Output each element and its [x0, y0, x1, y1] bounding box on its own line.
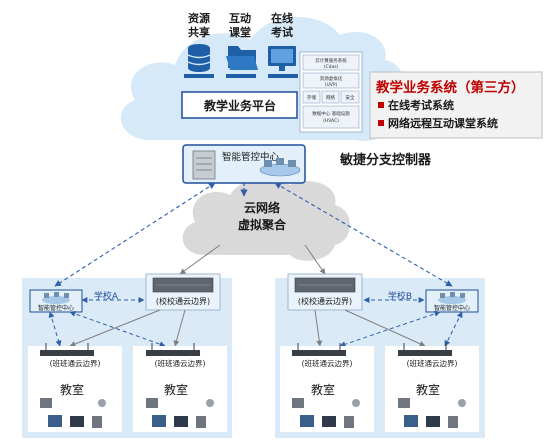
bullet-icon [378, 120, 384, 126]
laptop-icon [292, 398, 304, 408]
cloud-label-line1: 云网络 [244, 200, 280, 215]
folder-icon [226, 46, 258, 78]
link-control-classroom [444, 311, 463, 347]
database-icon [184, 44, 214, 78]
module-label: 云计算服务系统 [315, 57, 347, 64]
classroom-b2: (班班通云边界) 教室 [385, 343, 479, 432]
server-icon [192, 150, 216, 180]
laptop-icon [40, 398, 52, 408]
service-label-line2: 共享 [188, 25, 210, 39]
screen-icon [322, 416, 336, 427]
interactive-class-service: 互动 课堂 [226, 11, 258, 78]
third-party-title: 教学业务系统（第三方） [376, 79, 525, 96]
module-label: 安全 [346, 94, 355, 101]
third-party-item: 网络远程互动课堂系统 [388, 116, 498, 130]
platform-label: 教学业务平台 [203, 98, 276, 113]
service-label-line2: 考试 [271, 25, 293, 39]
link-center-school-a [54, 182, 216, 287]
classroom-edge-label: (班班通云边界) [50, 358, 101, 368]
school-b-control-center: 智能管控中心 [425, 289, 479, 313]
classroom-edge-label: (班班通云边界) [155, 358, 206, 368]
monitor-icon [48, 415, 62, 427]
device-icon [196, 416, 206, 428]
school-a-edge-device: (校校通云边界) [145, 273, 221, 311]
school-edge-label: (校校通云边界) [298, 296, 352, 306]
classroom-a1: (班班通云边界) 教室 [28, 343, 122, 432]
device-icon [92, 416, 102, 428]
classroom-label: 教室 [60, 382, 84, 397]
device-icon [448, 416, 458, 428]
link-control-classroom [339, 310, 441, 348]
screen-icon [426, 416, 440, 427]
bullet-icon [378, 102, 384, 108]
camera-icon [352, 399, 360, 407]
link-control-classroom [69, 310, 166, 348]
monitor-icon [404, 415, 418, 427]
switch-icon [398, 350, 452, 356]
module-label: 数据中心 基础设施 [312, 110, 350, 117]
monitor-icon [152, 415, 166, 427]
laptop-icon [146, 398, 158, 408]
monitor-icon [268, 46, 298, 78]
classroom-edge-label: (班班通云边界) [302, 358, 353, 368]
infrastructure-modules: 云计算服务系统 (Cdas) 资源虚拟化 (UVP) 存储 网络 安全 数据中心… [299, 51, 363, 133]
switch-icon [146, 350, 200, 356]
classroom-label: 教室 [311, 382, 335, 397]
camera-icon [206, 399, 214, 407]
link-edge-classroom [314, 309, 323, 347]
resource-share-service: 资源 共享 [184, 11, 214, 78]
smart-control-center: 智能管控中心 [182, 144, 306, 184]
camera-icon [458, 399, 466, 407]
module-sublabel: (UVP) [325, 82, 338, 88]
classroom-b1: (班班通云边界) 教室 [280, 343, 374, 432]
screen-icon [174, 416, 188, 427]
school-edge-label: (校校通云边界) [156, 296, 210, 306]
service-label-line1: 资源 [188, 11, 210, 25]
teaching-platform-box: 教学业务平台 [181, 91, 298, 119]
module-sublabel: (Cdas) [324, 64, 339, 70]
third-party-system-box: 教学业务系统（第三方） 在线考试系统 网络远程互动课堂系统 [369, 71, 543, 139]
switch-icon [292, 350, 346, 356]
camera-icon [98, 399, 106, 407]
switch-icon [40, 350, 94, 356]
school-control-label: 智能管控中心 [434, 304, 470, 312]
screen-icon [70, 416, 84, 427]
school-control-label: 智能管控中心 [38, 304, 74, 312]
link-edge-classroom [173, 309, 186, 347]
module-label: 网络 [326, 94, 335, 101]
branch-controller-label: 敏捷分支控制器 [339, 152, 432, 168]
module-label: 存储 [307, 94, 316, 101]
device-icon [344, 416, 354, 428]
school-b-edge-device: (校校通云边界) [287, 273, 363, 311]
classroom-a2: (班班通云边界) 教室 [133, 343, 227, 432]
module-label: 资源虚拟化 [320, 75, 343, 82]
link-cloud-edge-b [304, 244, 326, 275]
module-sublabel: (HVAC) [323, 118, 339, 124]
virtual-network-cloud: 云网络 虚拟聚合 [182, 177, 350, 261]
classroom-edge-label: (班班通云边界) [407, 358, 458, 368]
service-label-line1: 互动 [229, 11, 251, 25]
school-a-control-center: 智能管控中心 [29, 289, 83, 313]
link-center-school-b [274, 182, 453, 287]
cloud-label-line2: 虚拟聚合 [238, 217, 287, 232]
link-cloud-edge-a [179, 244, 221, 275]
connected-devices-icon [259, 158, 301, 177]
laptop-icon [398, 398, 410, 408]
monitor-icon [300, 415, 314, 427]
third-party-item: 在线考试系统 [388, 98, 454, 112]
online-exam-service: 在线 考试 [268, 11, 298, 78]
link-control-classroom [48, 311, 62, 347]
service-label-line1: 在线 [271, 11, 293, 25]
classroom-label: 教室 [416, 382, 440, 397]
service-label-line2: 课堂 [229, 25, 251, 39]
classroom-label: 教室 [164, 382, 188, 397]
